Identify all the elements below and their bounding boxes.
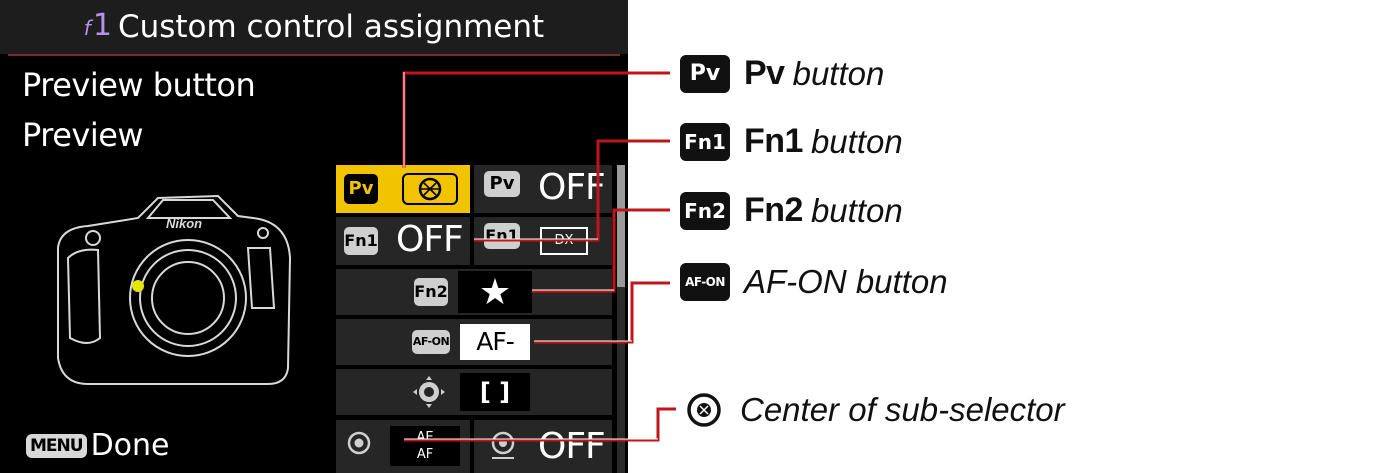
page-title: Custom control assignment bbox=[117, 9, 545, 45]
callout-pv-italic: button bbox=[792, 54, 885, 92]
preview-button-marker bbox=[132, 280, 144, 292]
af-area-bracket-icon: [ ] bbox=[460, 373, 530, 411]
cell-sub-selector[interactable]: [ ] bbox=[336, 369, 612, 415]
callout-sub-selector-center: Center of sub-selector bbox=[684, 390, 1065, 430]
cell-pv-preview[interactable]: Pv bbox=[336, 165, 470, 213]
leader-pv bbox=[402, 71, 670, 168]
scrollbar-track[interactable] bbox=[617, 165, 625, 473]
callout-pv: Pv Pv button bbox=[680, 54, 884, 93]
pv-vertical-off: OFF bbox=[538, 167, 606, 208]
fn2-key-icon: Fn2 bbox=[680, 191, 730, 230]
cell-sub-selector-center-vertical[interactable]: OFF bbox=[474, 420, 612, 473]
callout-fn2-bold: Fn2 bbox=[744, 191, 803, 229]
callout-fn1-bold: Fn1 bbox=[744, 122, 803, 160]
cell-fn1[interactable]: Fn1 OFF bbox=[336, 217, 470, 265]
fn1-key-icon: Fn1 bbox=[680, 122, 730, 161]
cell-pv-vertical[interactable]: Pv OFF bbox=[474, 165, 612, 213]
fn1-key-icon: Fn1 bbox=[344, 227, 378, 255]
af-on-key-icon: AF-ON bbox=[412, 330, 450, 354]
menu-code-number: 1 bbox=[92, 8, 112, 43]
star-rating-icon: ★ bbox=[458, 271, 532, 313]
leader-fn1 bbox=[474, 139, 670, 242]
callout-fn2: Fn2 Fn2 button bbox=[680, 191, 903, 230]
af-label: AF bbox=[416, 447, 434, 462]
camera-brand-logo: Nikon bbox=[166, 216, 202, 231]
leader-af-on bbox=[534, 281, 670, 344]
callout-af-on-italic: AF-ON button bbox=[744, 263, 948, 300]
camera-body-illustration: Nikon bbox=[57, 194, 292, 385]
fn1-off: OFF bbox=[396, 219, 464, 260]
selected-setting-label: Preview bbox=[22, 116, 144, 154]
leader-fn2 bbox=[532, 208, 670, 293]
done-label: Done bbox=[90, 428, 170, 463]
selected-control-label: Preview button bbox=[22, 66, 256, 104]
callout-fn1: Fn1 Fn1 button bbox=[680, 122, 903, 161]
menu-done-hint[interactable]: MENU Done bbox=[26, 428, 170, 463]
aperture-preview-icon bbox=[402, 173, 458, 205]
sub-selector-center-icon bbox=[687, 393, 721, 427]
af-on-key-icon: AF-ON bbox=[680, 263, 730, 301]
callout-af-on: AF-ON AF-ON button bbox=[680, 263, 948, 301]
sub-selector-vertical-off: OFF bbox=[538, 426, 606, 467]
pv-vertical-key-icon: Pv bbox=[484, 171, 520, 197]
pv-key-icon: Pv bbox=[344, 174, 378, 204]
title-divider bbox=[8, 54, 620, 56]
menu-key-icon: MENU bbox=[26, 433, 87, 458]
sub-selector-center-icon bbox=[347, 431, 371, 455]
scrollbar-thumb[interactable] bbox=[617, 165, 625, 287]
menu-code: f1 bbox=[84, 8, 112, 43]
callout-pv-bold: Pv bbox=[744, 54, 785, 92]
pv-key-icon: Pv bbox=[680, 54, 730, 93]
fn2-key-icon: Fn2 bbox=[414, 278, 448, 306]
callout-fn2-italic: button bbox=[810, 191, 903, 229]
menu-code-prefix: f bbox=[83, 16, 91, 40]
sub-selector-icon bbox=[413, 376, 445, 408]
callout-sub-selector-italic: Center of sub-selector bbox=[740, 391, 1065, 428]
callout-fn1-italic: button bbox=[810, 122, 903, 160]
leader-sub-selector bbox=[404, 407, 676, 442]
